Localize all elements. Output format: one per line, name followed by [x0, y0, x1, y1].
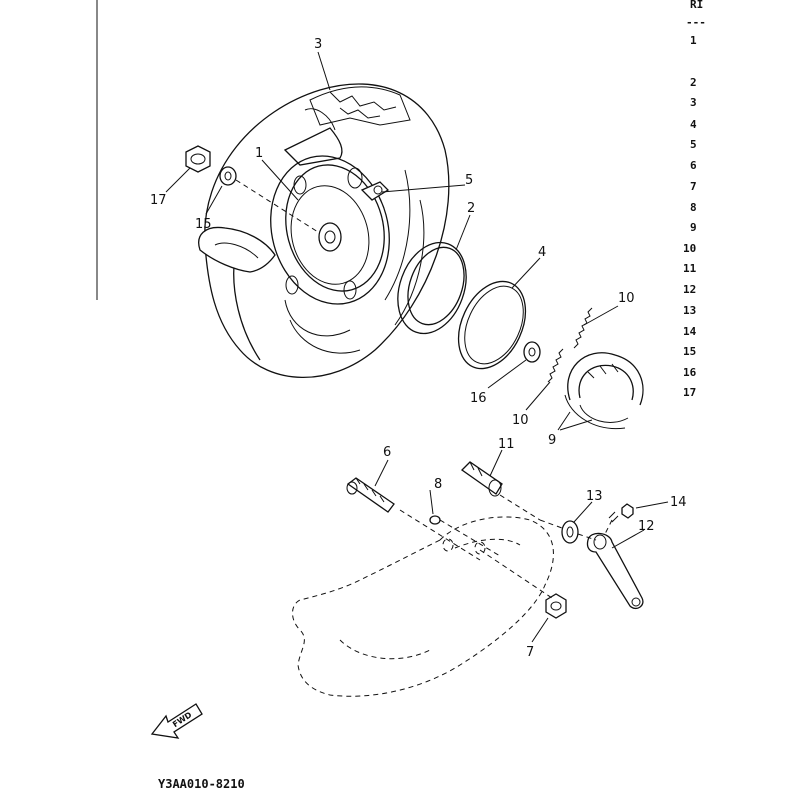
spring-upper-part	[573, 307, 593, 349]
table-header-rule: ---	[686, 16, 706, 29]
leader-lines	[165, 51, 669, 643]
valve-part	[360, 181, 390, 201]
assembly-guides	[399, 494, 613, 599]
callout-1: 1	[255, 146, 263, 161]
callout-17: 17	[150, 193, 167, 208]
nut-7-part	[545, 593, 567, 619]
callout-9: 9	[548, 433, 556, 448]
ref-number: 9	[690, 221, 697, 234]
ref-number: 12	[683, 283, 696, 296]
ref-number: 14	[683, 325, 697, 338]
callout-15: 15	[195, 217, 212, 232]
forward-arrow-icon: FWD	[150, 703, 203, 739]
ref-number: 8	[690, 201, 697, 214]
ref-number: 16	[683, 366, 697, 379]
ref-number: 13	[683, 304, 696, 317]
callout-14: 14	[670, 495, 687, 510]
ref-number: 2	[690, 76, 697, 89]
figure-code: Y3AA010-8210	[158, 777, 245, 791]
spring-lower-part	[547, 348, 564, 383]
ref-number: 15	[683, 345, 696, 358]
ref-number: 3	[690, 96, 697, 109]
callout-10-upper: 10	[618, 291, 635, 306]
brake-shoe-part	[564, 352, 644, 430]
nut-17-part	[185, 145, 211, 173]
callout-12: 12	[638, 519, 655, 534]
ref-number: 17	[683, 386, 696, 399]
ref-number: 11	[683, 262, 697, 275]
axle-part	[346, 477, 395, 513]
callout-6: 6	[383, 445, 391, 460]
camshaft-part	[460, 461, 503, 497]
callout-3: 3	[314, 37, 322, 52]
callout-5: 5	[465, 173, 473, 188]
callout-2: 2	[467, 201, 475, 216]
callout-4: 4	[538, 245, 546, 260]
washer-13-part	[561, 520, 579, 544]
ref-number: 4	[690, 118, 697, 131]
seal-ring-part	[457, 280, 527, 370]
callouts: 3 1 5 2 4 17 15 10 16 10 9 6 11 8 13 14 …	[150, 37, 687, 660]
callout-13: 13	[586, 489, 603, 504]
wheel-part	[270, 155, 390, 337]
drum-part	[397, 241, 467, 335]
callout-10-lower: 10	[512, 413, 529, 428]
bolt-14-part	[608, 503, 634, 523]
ref-number: 6	[690, 159, 697, 172]
callout-16: 16	[470, 391, 487, 406]
washer-16-part	[523, 341, 541, 363]
washer-15-part	[219, 166, 237, 186]
ref-number: 1	[690, 34, 697, 47]
ref-number: 5	[690, 138, 697, 151]
table-header-fragment: RI	[690, 0, 703, 11]
cam-lever-part	[586, 532, 644, 610]
callout-11: 11	[498, 437, 515, 452]
ref-number: 7	[690, 180, 697, 193]
crankcase-outline	[292, 516, 554, 697]
oring-8-part	[429, 515, 441, 525]
tire-part	[198, 83, 450, 378]
ref-number: 10	[683, 242, 696, 255]
callout-8: 8	[434, 477, 442, 492]
callout-7: 7	[526, 645, 534, 660]
